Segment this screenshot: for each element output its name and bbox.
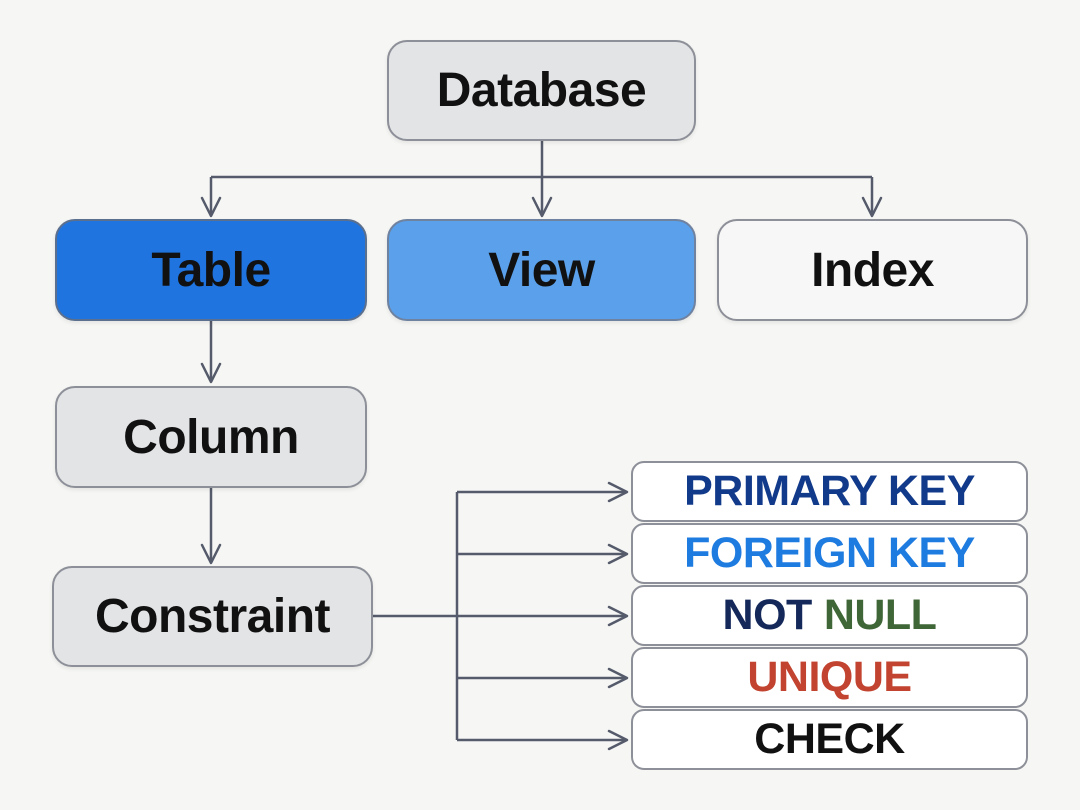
constraint-not-null: NOT NULL	[631, 585, 1028, 646]
node-constraint: Constraint	[52, 566, 373, 667]
node-view: View	[387, 219, 696, 321]
constraint-not-label: NOT	[722, 591, 813, 639]
constraint-unique: UNIQUE	[631, 647, 1028, 708]
constraint-check: CHECK	[631, 709, 1028, 770]
node-column: Column	[55, 386, 367, 488]
node-database-label: Database	[436, 64, 647, 117]
constraint-primary-key: PRIMARY KEY	[631, 461, 1028, 522]
constraint-primary-key-label: PRIMARY KEY	[684, 467, 975, 515]
constraint-foreign-key-label: FOREIGN KEY	[684, 529, 975, 577]
constraint-foreign-key: FOREIGN KEY	[631, 523, 1028, 584]
constraint-check-label: CHECK	[754, 715, 905, 763]
constraint-unique-label: UNIQUE	[747, 653, 912, 701]
node-column-label: Column	[123, 410, 299, 464]
node-table-label: Table	[151, 243, 271, 297]
constraint-null-label: NULL	[823, 591, 937, 639]
node-database: Database	[387, 40, 696, 141]
node-table: Table	[55, 219, 367, 321]
node-index-label: Index	[811, 243, 934, 297]
node-view-label: View	[488, 243, 595, 297]
node-index: Index	[717, 219, 1028, 321]
node-constraint-label: Constraint	[95, 590, 331, 643]
